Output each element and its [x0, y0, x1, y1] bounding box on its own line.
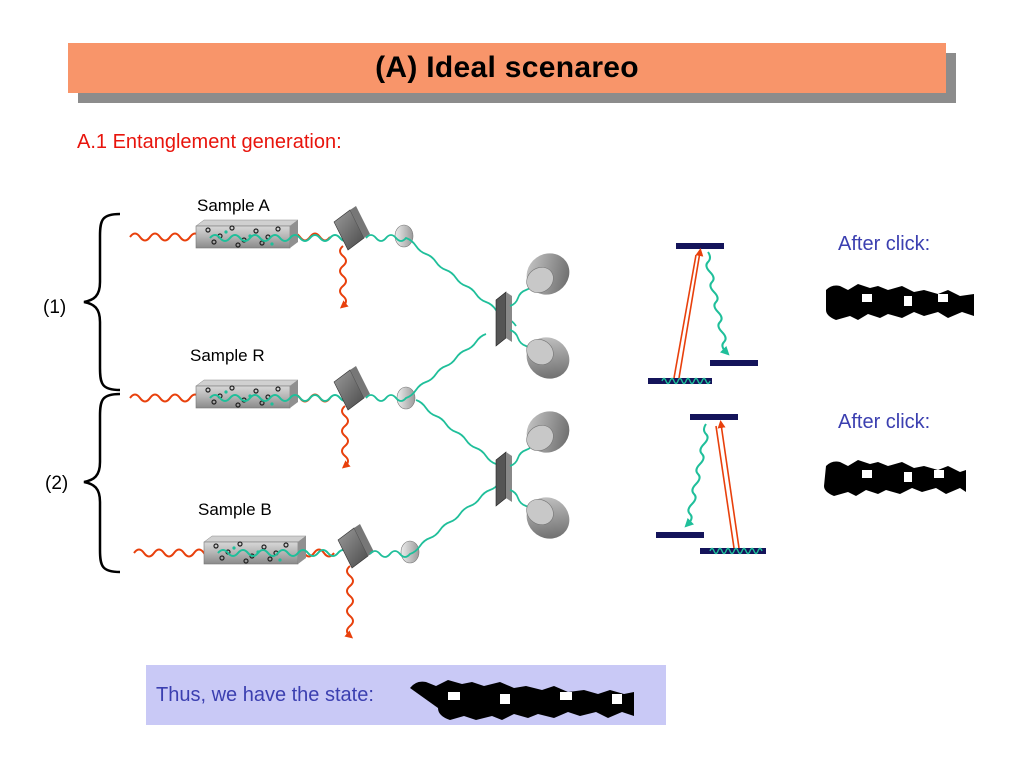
level-diagram-2	[656, 414, 766, 555]
detector-1b	[526, 337, 570, 379]
path-b-to-bs2	[369, 473, 511, 558]
row-b	[133, 473, 511, 639]
state-equation-2	[824, 460, 966, 496]
sample-a-label: Sample A	[197, 196, 270, 215]
stokes-photon-r	[209, 394, 351, 402]
level-excited-2	[690, 414, 738, 420]
excitation-spring-2	[709, 547, 763, 555]
result-label: Thus, we have the state:	[156, 684, 374, 706]
slide-title: (A) Ideal scenareo	[375, 51, 639, 84]
red-photon-r-down	[341, 405, 351, 469]
path-r-to-bs1	[365, 333, 487, 402]
state-equation-result	[410, 680, 634, 720]
lens-b	[400, 540, 420, 564]
level-ground-2	[700, 548, 766, 554]
brace-1	[83, 212, 121, 392]
after-click-label-2: After click:	[838, 411, 931, 433]
row-a	[129, 206, 517, 327]
slab-a-top	[195, 219, 299, 227]
stokes-photon-b	[217, 549, 359, 557]
after-click-label-1: After click:	[838, 233, 931, 255]
path-a-to-bs1	[365, 234, 517, 327]
stokes-photon-a	[209, 234, 351, 242]
level-storage-2	[656, 532, 704, 538]
title-bar: (A) Ideal scenareo	[68, 43, 946, 93]
level-diagram-1	[648, 243, 758, 385]
sample-b-label: Sample B	[198, 500, 272, 519]
level-storage-1	[710, 360, 758, 366]
brace-2	[83, 392, 121, 574]
brace-label-1: (1)	[43, 297, 67, 318]
sample-r-label: Sample R	[190, 346, 265, 365]
row-r	[129, 333, 497, 469]
red-photon-a-down	[339, 245, 349, 309]
section-subtitle: A.1 Entanglement generation:	[77, 131, 342, 153]
excitation-spring-1	[661, 377, 711, 385]
detector-1a	[526, 253, 570, 295]
emission-2	[684, 423, 709, 528]
detector-2b	[526, 497, 570, 539]
brace-label-2: (2)	[45, 473, 69, 494]
emission-1	[705, 251, 730, 356]
path-r-to-bs2	[415, 399, 497, 465]
level-excited-1	[676, 243, 724, 249]
detector-2a	[526, 411, 570, 453]
red-photon-b-down	[344, 565, 354, 639]
atoms-b	[213, 541, 289, 564]
state-equation-1	[826, 284, 974, 320]
level-ground-1	[648, 378, 712, 384]
lens-a	[394, 224, 414, 248]
